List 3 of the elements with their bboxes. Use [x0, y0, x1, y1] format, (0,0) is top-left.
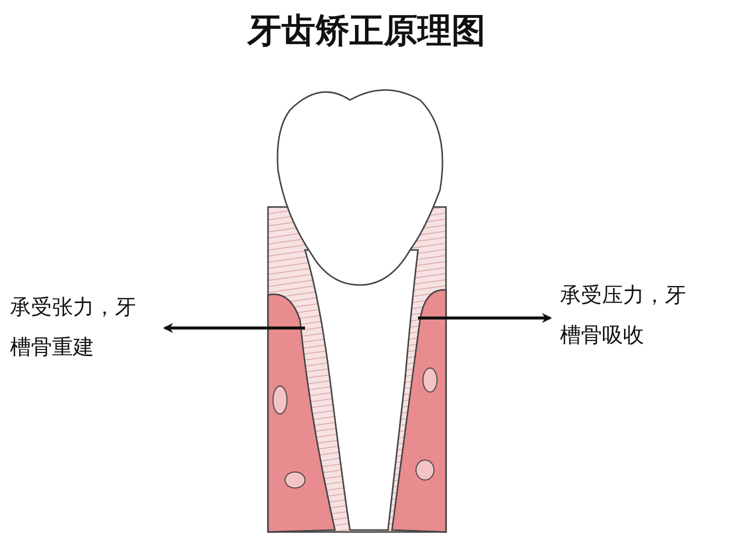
diagram-title: 牙齿矫正原理图	[246, 10, 486, 53]
annotation-text: 承受张力，牙槽骨重建	[10, 294, 136, 361]
annotation-text: 承受压力，牙槽骨吸收	[560, 282, 686, 349]
